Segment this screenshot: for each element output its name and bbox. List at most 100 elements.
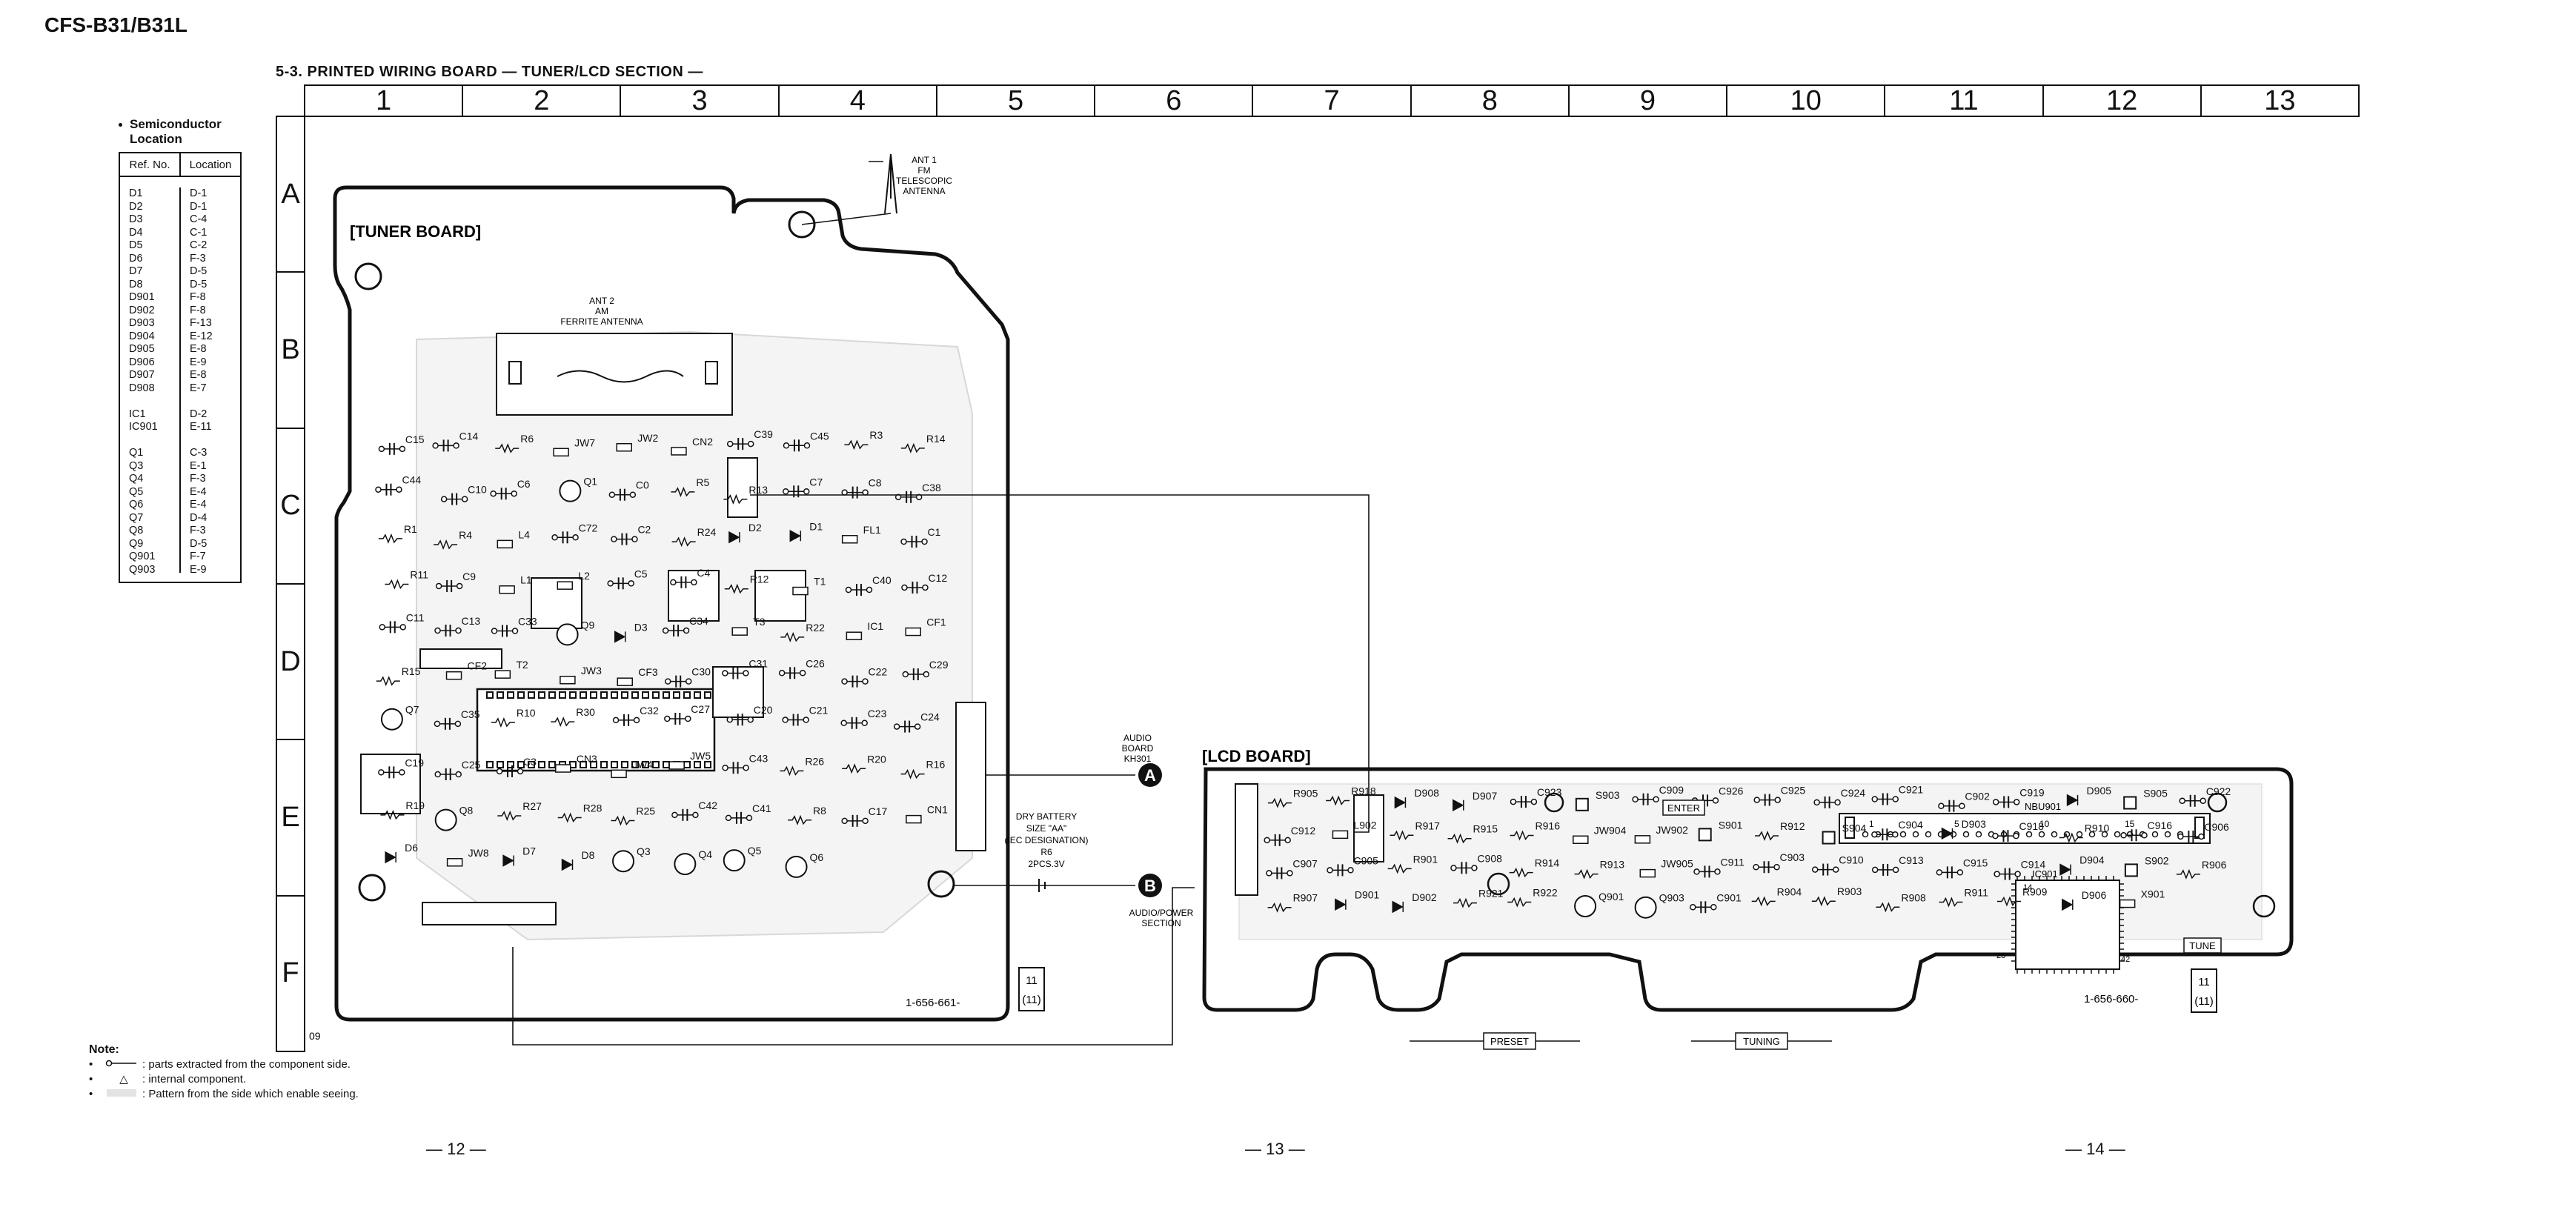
tuning-label: TUNING [1743,1036,1780,1047]
capacitor-icon [845,584,873,596]
transistor-icon [1574,894,1597,917]
component-label: C19 [405,757,424,768]
tuner-pattern-area [416,330,973,941]
component-label: T2 [516,659,528,671]
component-label: C915 [1963,857,1988,868]
semi-location-cell: C-2 [190,239,208,251]
semi-ref-cell: Q7 [129,511,144,524]
component-label: D902 [1412,891,1437,903]
component-label: D906 [2082,889,2107,901]
ant2-line3: FERRITE ANTENNA [560,316,643,327]
component-icon [555,764,571,773]
component-label: C912 [1291,825,1316,837]
resistor-icon [2059,832,2083,843]
diode-icon [614,631,626,643]
component-icon [731,627,748,636]
resistor-icon [671,486,695,497]
semi-ref-cell: D6 [129,252,143,265]
component-icon [497,539,514,549]
note-item-2: : internal component. [142,1073,247,1086]
resistor-icon [495,443,519,454]
semi-table-header: Ref. No. Location [120,153,240,177]
capacitor-icon [1994,868,2021,880]
component-label: R28 [583,802,602,814]
component-label: R4 [459,529,472,541]
cn1-connector [422,902,557,925]
component-label: Q5 [748,845,762,857]
component-label: C902 [1965,791,1990,802]
component-label: R10 [517,707,536,719]
component-label: R914 [1535,857,1560,869]
resistor-icon [557,812,582,823]
grid-row-B: B [277,273,304,429]
component-label: C13 [462,615,481,627]
semi-location-cell: D-1 [190,187,208,199]
component-label: C43 [749,752,769,764]
l2-coil [668,570,720,622]
capacitor-icon [378,442,406,455]
component-label: R11 [410,569,428,581]
capacitor-icon [551,531,579,544]
component-label: C26 [806,657,825,669]
capacitor-icon [1690,901,1717,914]
capacitor-icon [1871,828,1899,841]
component-label: L902 [1353,819,1376,831]
capacitor-icon [841,675,869,688]
semi-ref-cell: D906 [129,356,155,368]
tuner-board-outline [333,185,1010,1022]
component-label: IC1 [867,620,883,632]
ferrite-antenna-box [496,333,733,416]
capacitor-icon [1936,866,1964,879]
component-label: CF1 [926,616,946,628]
wire-cn1-to-audio [512,887,1195,1046]
component-label: C914 [2021,859,2046,871]
component-label: R908 [1901,891,1926,903]
capacitor-icon [722,667,749,679]
grid-column-8: 8 [1412,85,1570,116]
semi-ref-cell: D901 [129,291,155,303]
page-number-13: — 13 — [1245,1140,1305,1158]
component-label: C922 [2206,785,2231,797]
resistor-icon [1755,830,1779,842]
capacitor-icon [894,491,923,503]
component-label: R913 [1600,859,1625,871]
semi-ref-cell: D908 [129,382,155,394]
component-label: C924 [1841,787,1866,799]
capacitor-icon [435,579,463,592]
semi-location-cell: E-7 [190,382,207,394]
semi-location-cell: F-3 [190,252,206,265]
semi-location-cell: D-5 [190,265,208,277]
capacitor-icon [608,488,637,501]
component-label: C3 [523,756,537,768]
component-label: Q4 [698,848,712,860]
component-label: R911 [1964,886,1988,898]
component-label: R909 [2022,886,2048,898]
semi-location-cell: E-8 [190,343,207,355]
component-icon [792,586,809,596]
component-label: S905 [2143,788,2168,800]
semi-ref-cell: Q901 [129,551,156,562]
component-label: R921 [1478,888,1504,900]
component-label: R27 [522,800,542,812]
capacitor-icon [1811,863,1839,876]
capacitor-icon [783,439,811,452]
marker-a-icon [1138,763,1162,787]
resistor-icon [380,809,405,820]
marker-b-label: B [1144,877,1156,895]
component-label: R15 [402,665,421,677]
diode-icon [2059,863,2071,876]
component-label: FL1 [863,524,881,536]
component-icon [617,677,633,686]
resistor-icon [385,579,409,590]
note-item-3: : Pattern from the side which enable see… [142,1088,359,1100]
grid-row-D: D [277,585,304,741]
semi-location-cell: C-1 [190,226,208,239]
grid-column-5: 5 [937,85,1096,116]
semi-location-cell: E-1 [190,459,207,472]
capacitor-icon [1871,793,1899,805]
resistor-icon [376,676,400,687]
semi-location-cell: F-3 [190,525,206,536]
lcd-pcb-number: 1-656-660- [2084,993,2138,1005]
